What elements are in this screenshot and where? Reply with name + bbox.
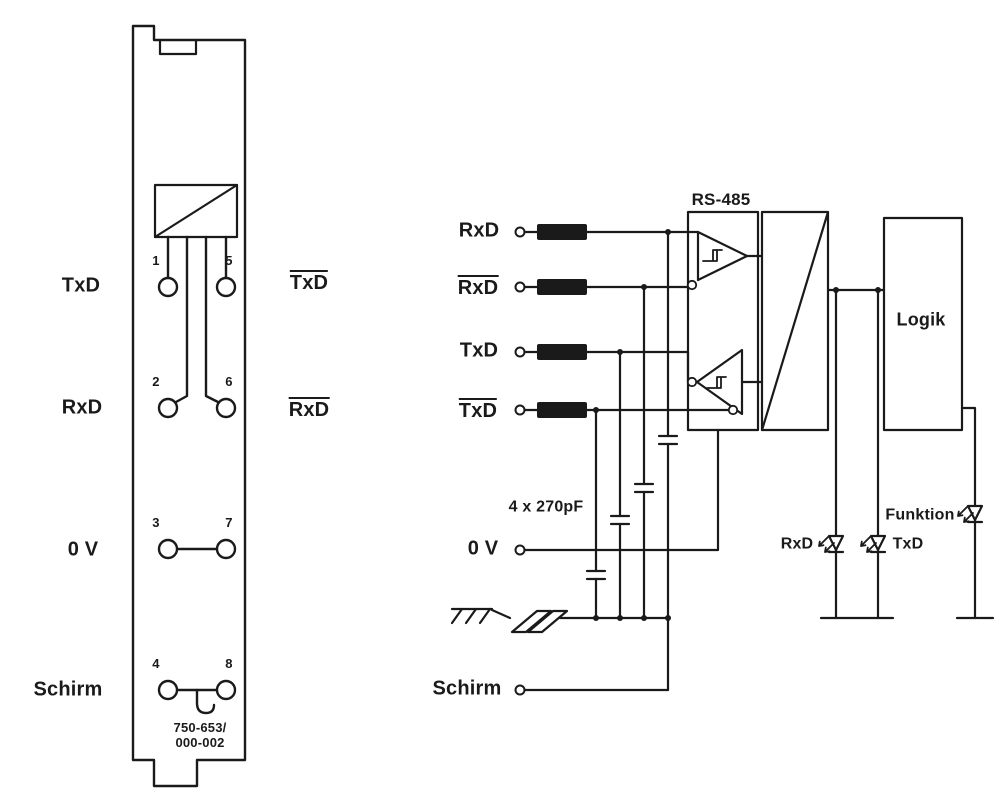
port-rxd-bar xyxy=(514,281,526,293)
chassis-ground-icon xyxy=(450,607,512,625)
rs485-transceiver xyxy=(686,210,764,432)
sch-label-rxd-inverted: RxD xyxy=(457,275,499,299)
module-terminal-contacts xyxy=(157,276,237,701)
terminal-contact-7 xyxy=(215,538,237,560)
logik-block xyxy=(882,216,964,432)
port-rxd xyxy=(514,226,526,238)
sch-label-rxd: RxD xyxy=(458,219,500,242)
module-label-rxd: RxD xyxy=(61,396,103,419)
driver-triangle-icon xyxy=(695,348,744,416)
module-outline xyxy=(131,24,247,788)
inverter-bubble xyxy=(686,279,698,291)
port-contacts xyxy=(514,226,526,696)
terminal-number-5: 5 xyxy=(225,253,233,269)
filter-block-txd xyxy=(537,344,587,360)
port-txd xyxy=(514,346,526,358)
terminal-number-4: 4 xyxy=(152,656,160,672)
terminal-contact-3 xyxy=(157,538,179,560)
capacitor-icon xyxy=(585,569,607,581)
led-label-txd: TxD xyxy=(892,535,924,553)
part-number-line1: 750-653/ xyxy=(173,720,227,736)
txd-led-icon xyxy=(860,534,887,554)
isolation-box xyxy=(760,210,830,432)
funktion-led-icon xyxy=(957,504,984,524)
input-filter-blocks xyxy=(537,224,587,418)
inverter-bubble xyxy=(686,376,698,388)
filter-block-rxd-bar xyxy=(537,279,587,295)
receiver-triangle-icon xyxy=(696,230,749,282)
terminal-number-7: 7 xyxy=(225,515,233,531)
din-rail-contact-icon xyxy=(510,609,569,634)
part-number-line2: 000-002 xyxy=(175,735,225,751)
filter-block-txd-bar xyxy=(537,402,587,418)
terminal-number-8: 8 xyxy=(225,656,233,672)
rs485-label: RS-485 xyxy=(691,190,751,210)
capacitor-network xyxy=(585,230,679,692)
port-0v xyxy=(514,544,526,556)
logik-box xyxy=(882,216,964,432)
hysteresis-icon xyxy=(702,249,723,262)
led-label-rxd: RxD xyxy=(780,535,814,553)
module-label-0v: 0 V xyxy=(67,538,99,561)
hysteresis-icon xyxy=(706,376,727,389)
terminal-number-6: 6 xyxy=(225,374,233,390)
sch-label-schirm: Schirm xyxy=(432,677,502,700)
module-isolation-symbol xyxy=(153,183,239,239)
terminal-number-1: 1 xyxy=(152,253,160,269)
terminal-number-3: 3 xyxy=(152,515,160,531)
terminal-contact-1 xyxy=(157,276,179,298)
port-schirm xyxy=(514,684,526,696)
module-label-schirm: Schirm xyxy=(33,678,103,701)
sch-label-txd: TxD xyxy=(459,339,499,362)
port-txd-bar xyxy=(514,404,526,416)
junction-dots xyxy=(593,229,881,621)
module-label-txd: TxD xyxy=(61,274,101,297)
capacitor-icon xyxy=(657,434,679,446)
sch-label-0v: 0 V xyxy=(467,537,499,560)
logik-label: Logik xyxy=(896,309,946,330)
module-label-rxd-inverted: RxD xyxy=(288,397,330,421)
logic-connections xyxy=(819,288,995,620)
capacitor-icon xyxy=(609,514,631,526)
inverter-bubble xyxy=(727,404,739,416)
module-internal-wiring xyxy=(166,235,228,715)
status-leds xyxy=(818,504,984,554)
rs485-box xyxy=(686,210,760,432)
rxd-led-icon xyxy=(818,534,845,554)
filter-block-rxd xyxy=(537,224,587,240)
capacitor-value-label: 4 x 270pF xyxy=(508,498,584,516)
terminal-contact-6 xyxy=(215,397,237,419)
module-label-txd-inverted: TxD xyxy=(289,270,329,294)
terminal-contact-8 xyxy=(215,679,237,701)
shield-hook-icon xyxy=(195,688,216,715)
capacitor-icon xyxy=(633,482,655,494)
sch-label-txd-inverted: TxD xyxy=(458,398,498,422)
terminal-contact-5 xyxy=(215,276,237,298)
isolation-module xyxy=(760,210,830,432)
terminal-contact-4 xyxy=(157,679,179,701)
terminal-contact-2 xyxy=(157,397,179,419)
terminal-number-2: 2 xyxy=(152,374,160,390)
led-label-funktion: Funktion xyxy=(885,506,955,524)
0v-wire xyxy=(523,428,720,552)
